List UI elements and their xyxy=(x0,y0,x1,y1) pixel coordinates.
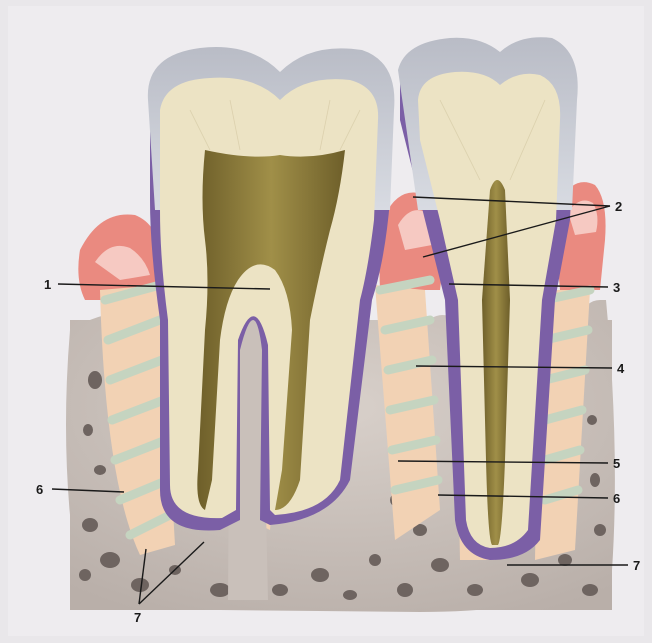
label-6-right: 6 xyxy=(613,491,620,506)
label-7-right: 7 xyxy=(633,558,640,573)
label-6-left: 6 xyxy=(36,482,43,497)
label-3: 3 xyxy=(613,280,620,295)
label-5: 5 xyxy=(613,456,620,471)
label-2: 2 xyxy=(615,199,622,214)
label-7-left: 7 xyxy=(134,610,141,625)
label-1: 1 xyxy=(44,277,51,292)
label-4: 4 xyxy=(617,361,625,376)
